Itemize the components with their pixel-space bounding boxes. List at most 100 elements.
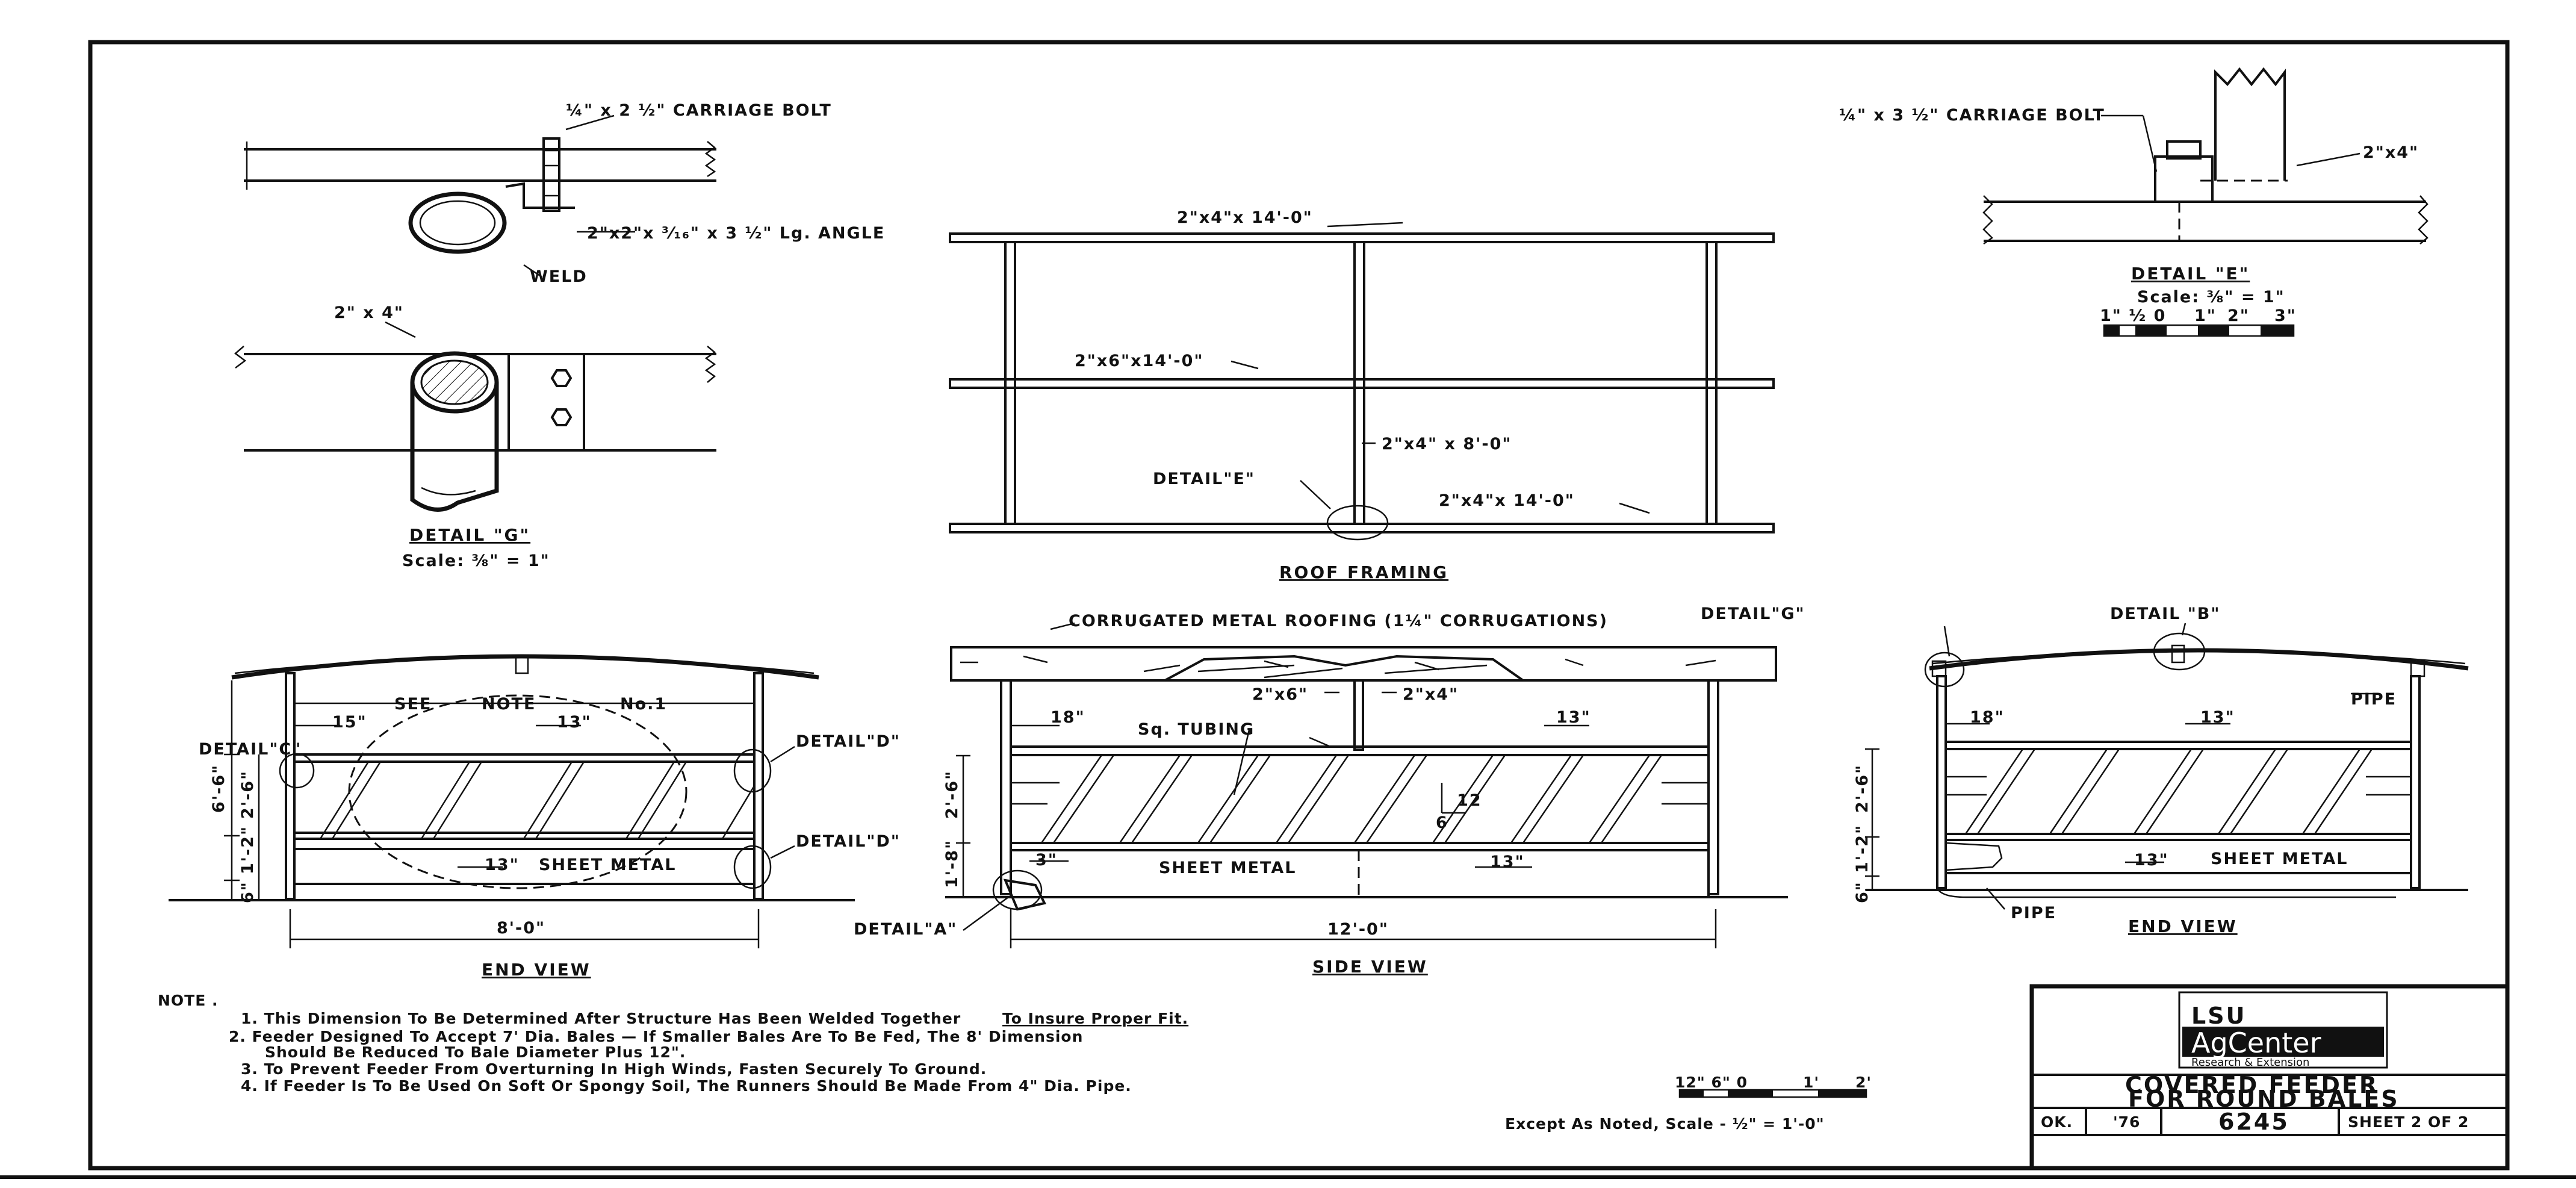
detail-g-bolt-label: ¼" x 2 ½" CARRIAGE BOLT (566, 101, 832, 120)
end-left-no: No.1 (620, 695, 667, 714)
side-length: 12'-0" (1327, 920, 1389, 939)
drawing-scale-tick: 2' (1855, 1074, 1872, 1091)
end-view-left: SEE NOTE No.1 15" 13" 13" SHEET METAL DE… (169, 654, 901, 980)
detail-b-callout-circle (2153, 632, 2206, 671)
title-block: LSU AgCenter Research & Extension COVERE… (2029, 984, 2510, 1171)
roof-framing-view: 2"x4"x 14'-0" 2"x6"x14'-0" 2"x4" x 8'-0"… (949, 208, 1775, 582)
end-left-title: END VIEW (482, 960, 591, 980)
side-dim-2x4: 2"x4" (1403, 685, 1459, 704)
title-line-2: FOR ROUND BALES (2128, 1086, 2400, 1112)
pipe-section-icon (408, 191, 507, 254)
detail-e-scale-bar (2103, 324, 2295, 337)
end-left-see: SEE (394, 695, 432, 714)
note-3: 3. To Prevent Feeder From Overturning In… (241, 1060, 987, 1078)
end-right-dim-18: 18" (1970, 708, 2005, 727)
side-dim-3: 3" (1035, 851, 1058, 869)
end-right-title: END VIEW (2128, 916, 2238, 936)
detail-g-scale: Scale: ⅜" = 1" (402, 552, 550, 570)
detail-e-callout-circle (1326, 505, 1389, 541)
detail-e-scale-tick: 2" (2227, 306, 2250, 325)
end-right-pipe-bottom: PIPE (2011, 904, 2056, 922)
roof-top-member-label: 2"x4"x 14'-0" (1177, 208, 1313, 227)
side-view: CORRUGATED METAL ROOFING (1¼" CORRUGATIO… (854, 612, 1788, 977)
end-left-note: NOTE (482, 695, 536, 714)
roof-detail-e-ref: DETAIL"E" (1153, 470, 1255, 488)
end-left-detail-c: DETAIL"C" (199, 740, 302, 759)
title-ok: OK. (2041, 1113, 2073, 1131)
sheet-border (88, 40, 2510, 1171)
side-slope-6: 6 (1436, 813, 1448, 832)
end-view-right: DETAIL"G" DETAIL "B" PIPE 18" 13" 13" SH… (1701, 605, 2469, 936)
note-1: 1. This Dimension To Be Determined After… (241, 1010, 961, 1027)
side-roofing-label: CORRUGATED METAL ROOFING (1¼" CORRUGATIO… (1069, 612, 1608, 630)
end-left-dim-15: 15" (332, 713, 367, 732)
roof-bottom-member-label: 2"x4"x 14'-0" (1439, 491, 1575, 510)
detail-e-title: DETAIL "E" (2131, 264, 2250, 284)
detail-e-bolt-label: ¼" x 3 ½" CARRIAGE BOLT (1839, 106, 2105, 125)
end-left-dim-13-bottom: 13" (485, 856, 520, 874)
roof-mid-member-label: 2"x6"x14'-0" (1075, 352, 1203, 370)
drawing-scale-tick: 12" 6" 0 (1675, 1074, 1748, 1091)
detail-e-view: ¼" x 3 ½" CARRIAGE BOLT 2"x4" DETAIL "E"… (1839, 67, 2429, 337)
detail-e-scale-tick: 1" ½ 0 (2100, 306, 2166, 325)
detail-e-scale-tick: 3" (2274, 306, 2297, 325)
detail-g-angle-label: 2"x2"x ³⁄₁₆" x 3 ½" Lg. ANGLE (587, 224, 885, 243)
end-left-h-total: 6'-6" (209, 764, 228, 813)
end-left-h-base: 6" (238, 881, 257, 903)
end-left-h-upper: 2'-6" (238, 770, 257, 819)
sheet-number: SHEET 2 OF 2 (2348, 1113, 2469, 1131)
side-detail-a: DETAIL"A" (854, 920, 957, 939)
end-right-dim-13-bottom: 13" (2134, 851, 2169, 869)
end-right-h-lower: 1'-2" (1853, 824, 1872, 873)
detail-g-section-view: ¼" x 2 ½" CARRIAGE BOLT 2"x2"x ³⁄₁₆" x 3… (244, 101, 885, 286)
detail-g-title: DETAIL "G" (409, 525, 530, 545)
end-right-detail-g: DETAIL"G" (1701, 605, 1805, 623)
note-4: 4. If Feeder Is To Be Used On Soft Or Sp… (241, 1077, 1132, 1095)
side-h-lower: 1'-8" (943, 839, 961, 888)
note-1-emphasis: To Insure Proper Fit. (1002, 1010, 1188, 1027)
end-right-dim-13-top: 13" (2200, 708, 2235, 727)
lsu-agcenter-logo: LSU AgCenter Research & Extension (2178, 991, 2388, 1069)
drawing-scale-tick: 1' (1803, 1074, 1819, 1091)
end-right-h-base: 6" (1853, 881, 1872, 903)
detail-g-weld-label: WELD (530, 267, 588, 286)
side-dim-13-bottom: 13" (1490, 853, 1525, 871)
end-left-detail-d-top: DETAIL"D" (796, 732, 901, 751)
end-left-detail-d-bottom: DETAIL"D" (796, 832, 901, 851)
note-2: 2. Feeder Designed To Accept 7' Dia. Bal… (229, 1028, 1083, 1045)
drawing-scale: 12" 6" 0 1' 2' Except As Noted, Scale - … (1505, 1074, 1872, 1133)
side-h-upper: 2'-6" (943, 770, 961, 819)
roof-framing-title: ROOF FRAMING (1279, 562, 1448, 582)
end-left-dim-13-top: 13" (557, 713, 592, 732)
side-view-title: SIDE VIEW (1312, 957, 1428, 977)
notes-heading: NOTE . (158, 992, 219, 1009)
detail-g-plan-view: 2" x 4" DETAIL "G" Scale: ⅜" = 1" (234, 303, 716, 570)
end-left-h-lower: 1'-2" (238, 826, 257, 874)
title-year: '76 (2113, 1113, 2140, 1131)
end-left-sheet-metal: SHEET METAL (539, 856, 676, 874)
general-notes: NOTE . 1. This Dimension To Be Determine… (158, 992, 1188, 1095)
svg-text:AgCenter: AgCenter (2191, 1027, 2321, 1059)
detail-g-lumber-label: 2" x 4" (334, 303, 404, 322)
end-right-detail-b: DETAIL "B" (2110, 605, 2220, 623)
detail-e-scale: Scale: ⅜" = 1" (2137, 288, 2285, 306)
side-sq-tubing: Sq. TUBING (1138, 720, 1255, 739)
drawing-number: 6245 (2218, 1109, 2289, 1135)
svg-text:LSU: LSU (2191, 1003, 2246, 1029)
svg-text:Research & Extension: Research & Extension (2191, 1056, 2309, 1069)
detail-e-scale-tick: 1" (2194, 306, 2217, 325)
side-sheet-metal: SHEET METAL (1159, 859, 1296, 877)
end-right-pipe-top: PIPE (2351, 690, 2397, 709)
note-2-cont: Should Be Reduced To Bale Diameter Plus … (265, 1043, 686, 1061)
detail-a-callout-circle (992, 869, 1043, 910)
side-slope-12: 12 (1457, 791, 1482, 810)
side-dim-18: 18" (1051, 708, 1085, 727)
bale-outline (348, 694, 687, 889)
end-right-h-upper: 2'-6" (1853, 764, 1872, 813)
end-right-sheet-metal: SHEET METAL (2211, 850, 2348, 868)
title-line-1: COVERED FEEDER (2125, 1072, 2379, 1098)
drawing-scale-text: Except As Noted, Scale - ½" = 1'-0" (1505, 1115, 1825, 1133)
end-left-width: 8'-0" (497, 919, 545, 938)
roof-post-label: 2"x4" x 8'-0" (1382, 435, 1512, 453)
